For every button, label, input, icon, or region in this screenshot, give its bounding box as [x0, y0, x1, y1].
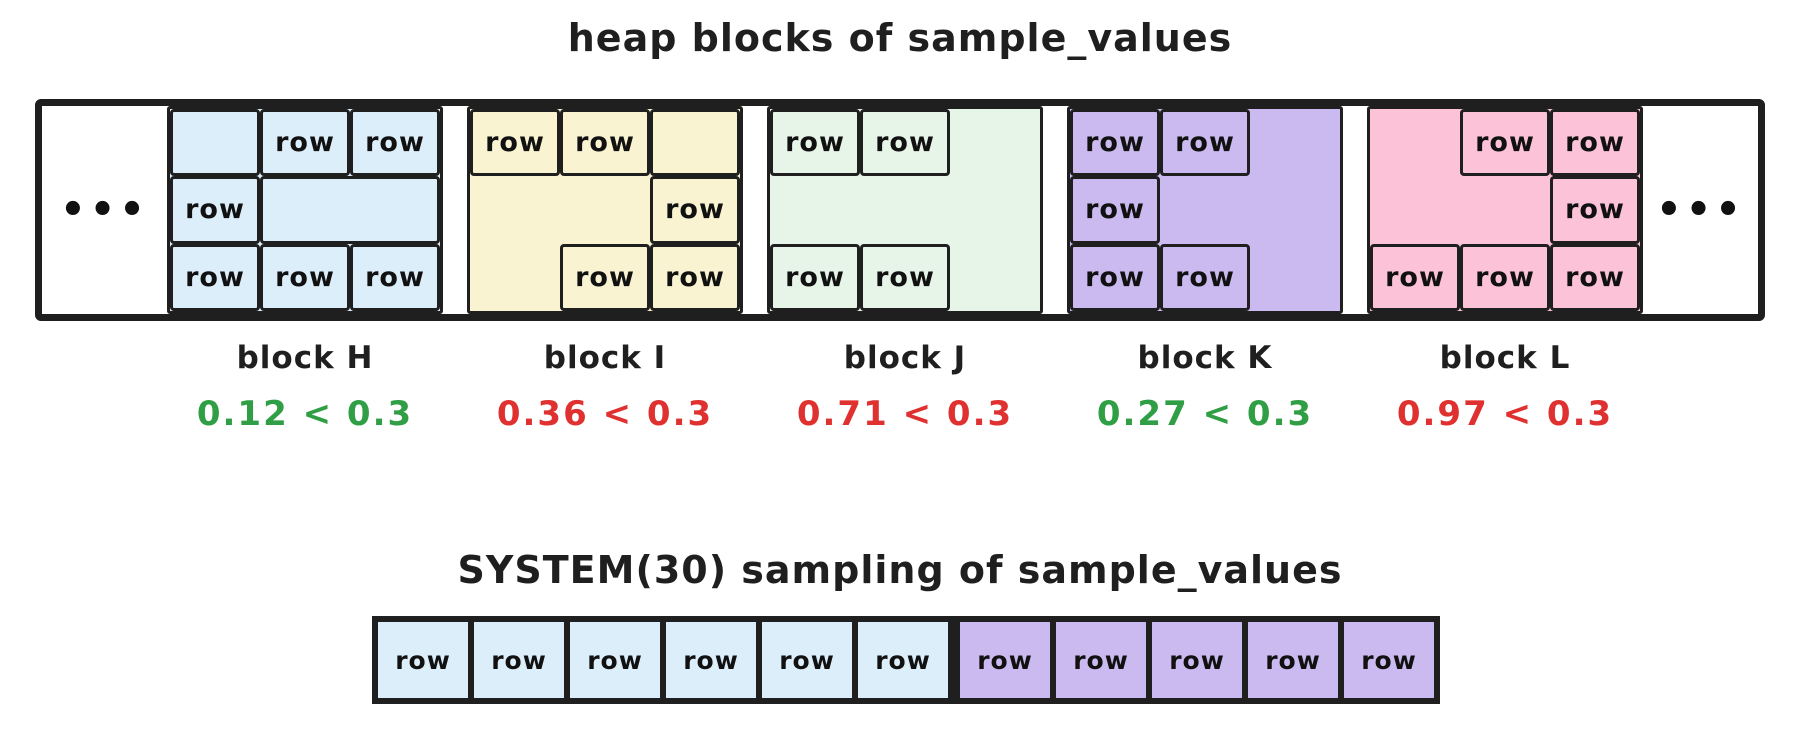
heap-cell-row: row [470, 109, 560, 177]
block-label-l: block L [1439, 340, 1571, 376]
sampling-cell-row: row [957, 619, 1053, 701]
heap-cell-row: row [1070, 243, 1160, 311]
sampling-cell-row: row [663, 619, 759, 701]
heap-cell-row: row [260, 109, 350, 177]
block-label-h: block H [236, 340, 374, 376]
sampling-cell-row: row [1149, 619, 1245, 701]
heap-cell-row: row [770, 243, 860, 311]
heap-cell-row: row [350, 243, 440, 311]
heap-cell-row: row [1550, 176, 1640, 244]
heap-cell-row: row [860, 243, 950, 311]
sampling-cell-row: row [1245, 619, 1341, 701]
heap-cell-row: row [170, 176, 260, 244]
block-label-i: block I [543, 340, 667, 376]
heap-title: heap blocks of sample_values [567, 16, 1233, 60]
heap-cell-empty [170, 109, 260, 177]
block-label-j: block J [843, 340, 967, 376]
heap-cell-row: row [1460, 109, 1550, 177]
heap-cell-row: row [170, 243, 260, 311]
block-label-k: block K [1137, 340, 1273, 376]
ellipsis-right-icon: ••• [1656, 187, 1745, 233]
sampling-cell-row: row [1053, 619, 1149, 701]
heap-cell-row: row [1460, 243, 1550, 311]
heap-cell-row: row [1550, 109, 1640, 177]
heap-cell-row: row [1160, 109, 1250, 177]
heap-cell-row: row [860, 109, 950, 177]
heap-cell-row: row [1070, 109, 1160, 177]
block-comparison-h: 0.12 < 0.3 [196, 394, 414, 434]
sampling-cell-row: row [1341, 619, 1437, 701]
heap-cell-row: row [650, 176, 740, 244]
heap-cell-row: row [1550, 243, 1640, 311]
block-comparison-j: 0.71 < 0.3 [796, 394, 1014, 434]
heap-cell-row: row [1370, 243, 1460, 311]
sampling-cell-row: row [567, 619, 663, 701]
heap-cell-row: row [1160, 243, 1250, 311]
block-comparison-l: 0.97 < 0.3 [1396, 394, 1614, 434]
heap-cell-empty [260, 176, 440, 244]
heap-cell-row: row [560, 109, 650, 177]
sampling-title: SYSTEM(30) sampling of sample_values [457, 548, 1343, 592]
heap-cell-row: row [350, 109, 440, 177]
sampling-cell-row: row [759, 619, 855, 701]
heap-cell-row: row [770, 109, 860, 177]
heap-cell-row: row [1070, 176, 1160, 244]
ellipsis-left-icon: ••• [60, 187, 149, 233]
sampling-cell-row: row [471, 619, 567, 701]
heap-cell-empty [650, 109, 740, 177]
heap-cell-row: row [560, 243, 650, 311]
block-comparison-k: 0.27 < 0.3 [1096, 394, 1314, 434]
sampling-cell-row: row [855, 619, 951, 701]
sampling-cell-row: row [375, 619, 471, 701]
block-comparison-i: 0.36 < 0.3 [496, 394, 714, 434]
heap-cell-row: row [260, 243, 350, 311]
heap-cell-row: row [650, 243, 740, 311]
